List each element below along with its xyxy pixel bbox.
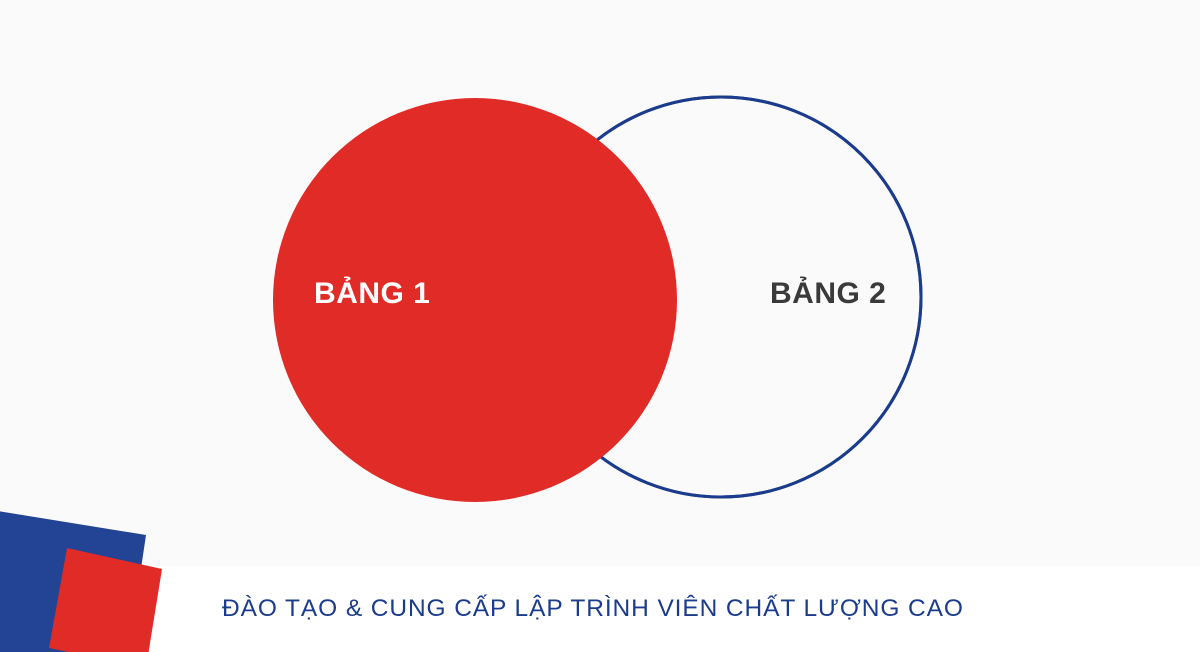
banner-tagline: ĐÀO TẠO & CUNG CẤP LẬP TRÌNH VIÊN CHẤT L… [222,595,964,622]
diagram-canvas: BẢNG 1 BẢNG 2 [273,95,923,502]
venn-svg [273,95,923,502]
venn-label-right: BẢNG 2 [770,277,887,310]
venn-label-left: BẢNG 1 [314,277,431,310]
venn-diagram: BẢNG 1 BẢNG 2 [273,95,923,502]
venn-circle-left[interactable] [273,98,677,502]
bottom-banner: ĐÀO TẠO & CUNG CẤP LẬP TRÌNH VIÊN CHẤT L… [0,566,1200,652]
